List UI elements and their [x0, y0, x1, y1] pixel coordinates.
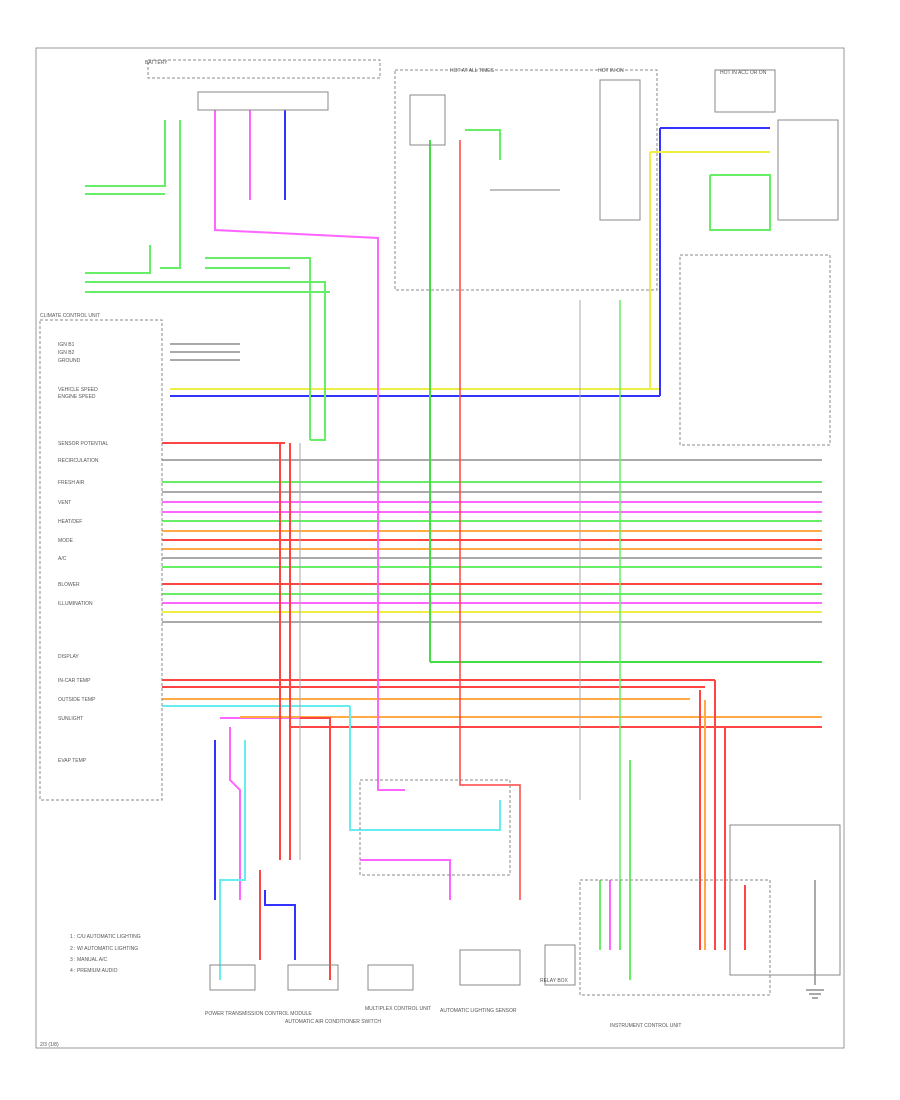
- fuse-block: [197, 91, 329, 111]
- blower-box: [777, 119, 839, 221]
- wire-green: [85, 120, 166, 187]
- fuse-box-top: [147, 59, 381, 79]
- wire-layer: [85, 110, 822, 985]
- wire-pink: [229, 727, 241, 900]
- wire-cyan: [360, 800, 501, 831]
- wire-red: [300, 717, 331, 980]
- component-label-relay-box: RELAY BOX: [540, 978, 569, 984]
- ground-box: [729, 824, 841, 976]
- pin-label: OUTSIDE TEMP: [58, 697, 96, 703]
- pin-label: SENSOR POTENTIAL: [58, 441, 109, 447]
- control-unit-box: [39, 319, 163, 801]
- pin-label: ENGINE SPEED: [58, 394, 96, 400]
- component-label-pcm: POWER TRANSMISSION CONTROL MODULE: [205, 1011, 312, 1017]
- wire-pink: [214, 110, 405, 791]
- pin-label: ILLUMINATION: [58, 601, 93, 607]
- wire-green: [85, 245, 151, 274]
- pin-label: IGN B2: [58, 350, 75, 356]
- component-label-instrument: INSTRUMENT CONTROL UNIT: [610, 1023, 681, 1029]
- pin-label: DISPLAY: [58, 654, 79, 660]
- diagram-frame: [35, 47, 845, 1049]
- component-label-light-sensor: AUTOMATIC LIGHTING SENSOR: [440, 1008, 517, 1014]
- light-sensor-connector: [459, 949, 521, 986]
- pin-label: SUNLIGHT: [58, 716, 83, 722]
- underhood-fuse-box: [394, 69, 658, 291]
- footer-text: 2/3 (1/8): [40, 1042, 59, 1048]
- top-label-battery: BATTERY: [145, 60, 168, 66]
- pin-label: BLOWER: [58, 582, 80, 588]
- wire-red: [459, 140, 521, 900]
- wire-green: [205, 257, 311, 440]
- wire-cyan: [349, 706, 460, 831]
- top-label-hot-all: HOT AT ALL TIMES: [450, 68, 495, 74]
- relay-box-small: [409, 94, 446, 146]
- component-layer: [39, 59, 841, 999]
- wire-blue: [264, 890, 296, 960]
- component-label-ac-switch: AUTOMATIC AIR CONDITIONER SWITCH: [285, 1019, 381, 1025]
- pin-label: HEAT/DEF: [58, 519, 82, 525]
- component-label-multiplex: MULTIPLEX CONTROL UNIT: [365, 1006, 431, 1012]
- pin-label: A/C: [58, 556, 67, 562]
- pin-label: VENT: [58, 500, 71, 506]
- wire-green: [709, 174, 771, 231]
- pin-label: MODE: [58, 538, 74, 544]
- wire-green: [85, 281, 326, 441]
- multiplex-connector: [367, 964, 414, 991]
- wire-cyan: [219, 740, 246, 980]
- control-unit-title: CLIMATE CONTROL UNIT: [40, 313, 100, 319]
- legend-item: 4 : PREMIUM AUDIO: [70, 968, 118, 974]
- wire-green: [465, 129, 501, 160]
- pin-label: VEHICLE SPEED: [58, 387, 98, 393]
- ground-icon: [806, 989, 824, 999]
- top-label-hot-acc: HOT IN ACC OR ON: [720, 70, 767, 76]
- multiplex-box: [359, 779, 511, 876]
- pin-label: FRESH AIR: [58, 480, 85, 486]
- legend-item: 1 : C/U AUTOMATIC LIGHTING: [70, 934, 141, 940]
- top-label-hot-on: HOT IN ON: [598, 68, 624, 74]
- pin-label: IGN B1: [58, 342, 75, 348]
- legend-item: 3 : MANUAL A/C: [70, 957, 107, 963]
- pin-label: IN-CAR TEMP: [58, 678, 91, 684]
- pin-label: RECIRCULATION: [58, 458, 99, 464]
- fuse-strip: [599, 79, 641, 221]
- ignition-switch-box: [714, 69, 776, 113]
- instrument-box: [579, 879, 771, 996]
- pin-label: EVAP TEMP: [58, 758, 87, 764]
- wire-green: [160, 120, 181, 269]
- pin-label: GROUND: [58, 358, 81, 364]
- wire-pink: [360, 859, 451, 900]
- sensor-group: [679, 254, 831, 446]
- legend-item: 2 : W/ AUTOMATIC LIGHTING: [70, 946, 138, 952]
- ac-switch-connector: [287, 964, 339, 991]
- pcm-connector: [209, 964, 256, 991]
- relay-box-connector: [544, 944, 576, 986]
- legend: 1 : C/U AUTOMATIC LIGHTING 2 : W/ AUTOMA…: [70, 934, 141, 974]
